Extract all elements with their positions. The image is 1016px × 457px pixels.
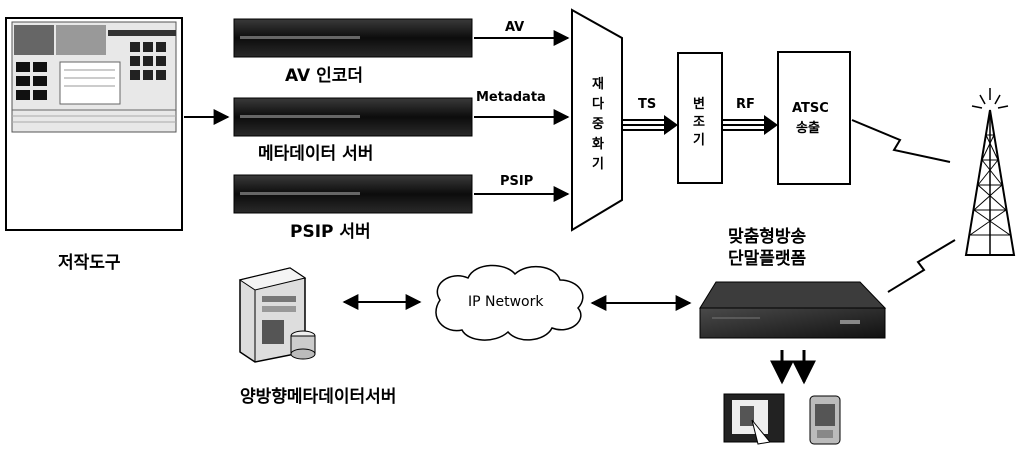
psip-server-label: PSIP 서버 <box>290 222 371 242</box>
platform-label-line2: 단말플랫폼 <box>728 248 807 269</box>
multiplexer-block <box>571 8 623 232</box>
atsc-label-line2: 송출 <box>796 120 820 136</box>
atsc-transmit-block <box>777 51 851 185</box>
ts-signal-label: TS <box>638 97 656 112</box>
bidirectional-server-icon <box>238 267 316 363</box>
ip-network-label: IP Network <box>468 294 544 310</box>
multiplexer-char-5: 기 <box>592 157 604 172</box>
bidirectional-server-label: 양방향메타데이터서버 <box>240 386 396 407</box>
downlink-signal-zigzag <box>887 239 956 293</box>
set-top-box-device <box>699 281 887 339</box>
metadata-signal-label: Metadata <box>476 90 546 105</box>
authoring-tool-label: 저작도구 <box>58 253 121 273</box>
psip-signal-label: PSIP <box>500 174 533 189</box>
platform-label-line1: 맞춤형방송 <box>728 226 807 247</box>
rf-arrow <box>723 115 778 135</box>
atsc-label-line1: ATSC <box>792 101 829 116</box>
av-signal-label: AV <box>505 20 524 35</box>
multiplexer-char-2: 다 <box>592 96 604 112</box>
pda-terminal-icon <box>809 395 841 445</box>
modulator-char-2: 조 <box>693 115 705 130</box>
rf-signal-label: RF <box>736 97 755 112</box>
tv-terminal-icon <box>723 393 785 445</box>
multiplexer-char-4: 화 <box>592 136 604 152</box>
modulator-block <box>677 52 723 184</box>
multiplexer-char-3: 중 <box>592 117 604 132</box>
multiplexer-char-1: 재 <box>592 77 604 92</box>
broadcast-tower-icon <box>964 88 1016 256</box>
av-encoder-label: AV 인코더 <box>285 66 363 86</box>
modulator-char-1: 변 <box>693 97 705 112</box>
modulator-char-3: 기 <box>693 133 705 148</box>
metadata-server-label: 메타데이터 서버 <box>258 144 373 164</box>
ip-network-cloud <box>435 264 584 341</box>
ts-arrow <box>623 115 678 135</box>
authoring-tool-screenshot <box>5 17 183 231</box>
broadcast-signal-zigzag <box>851 119 951 163</box>
